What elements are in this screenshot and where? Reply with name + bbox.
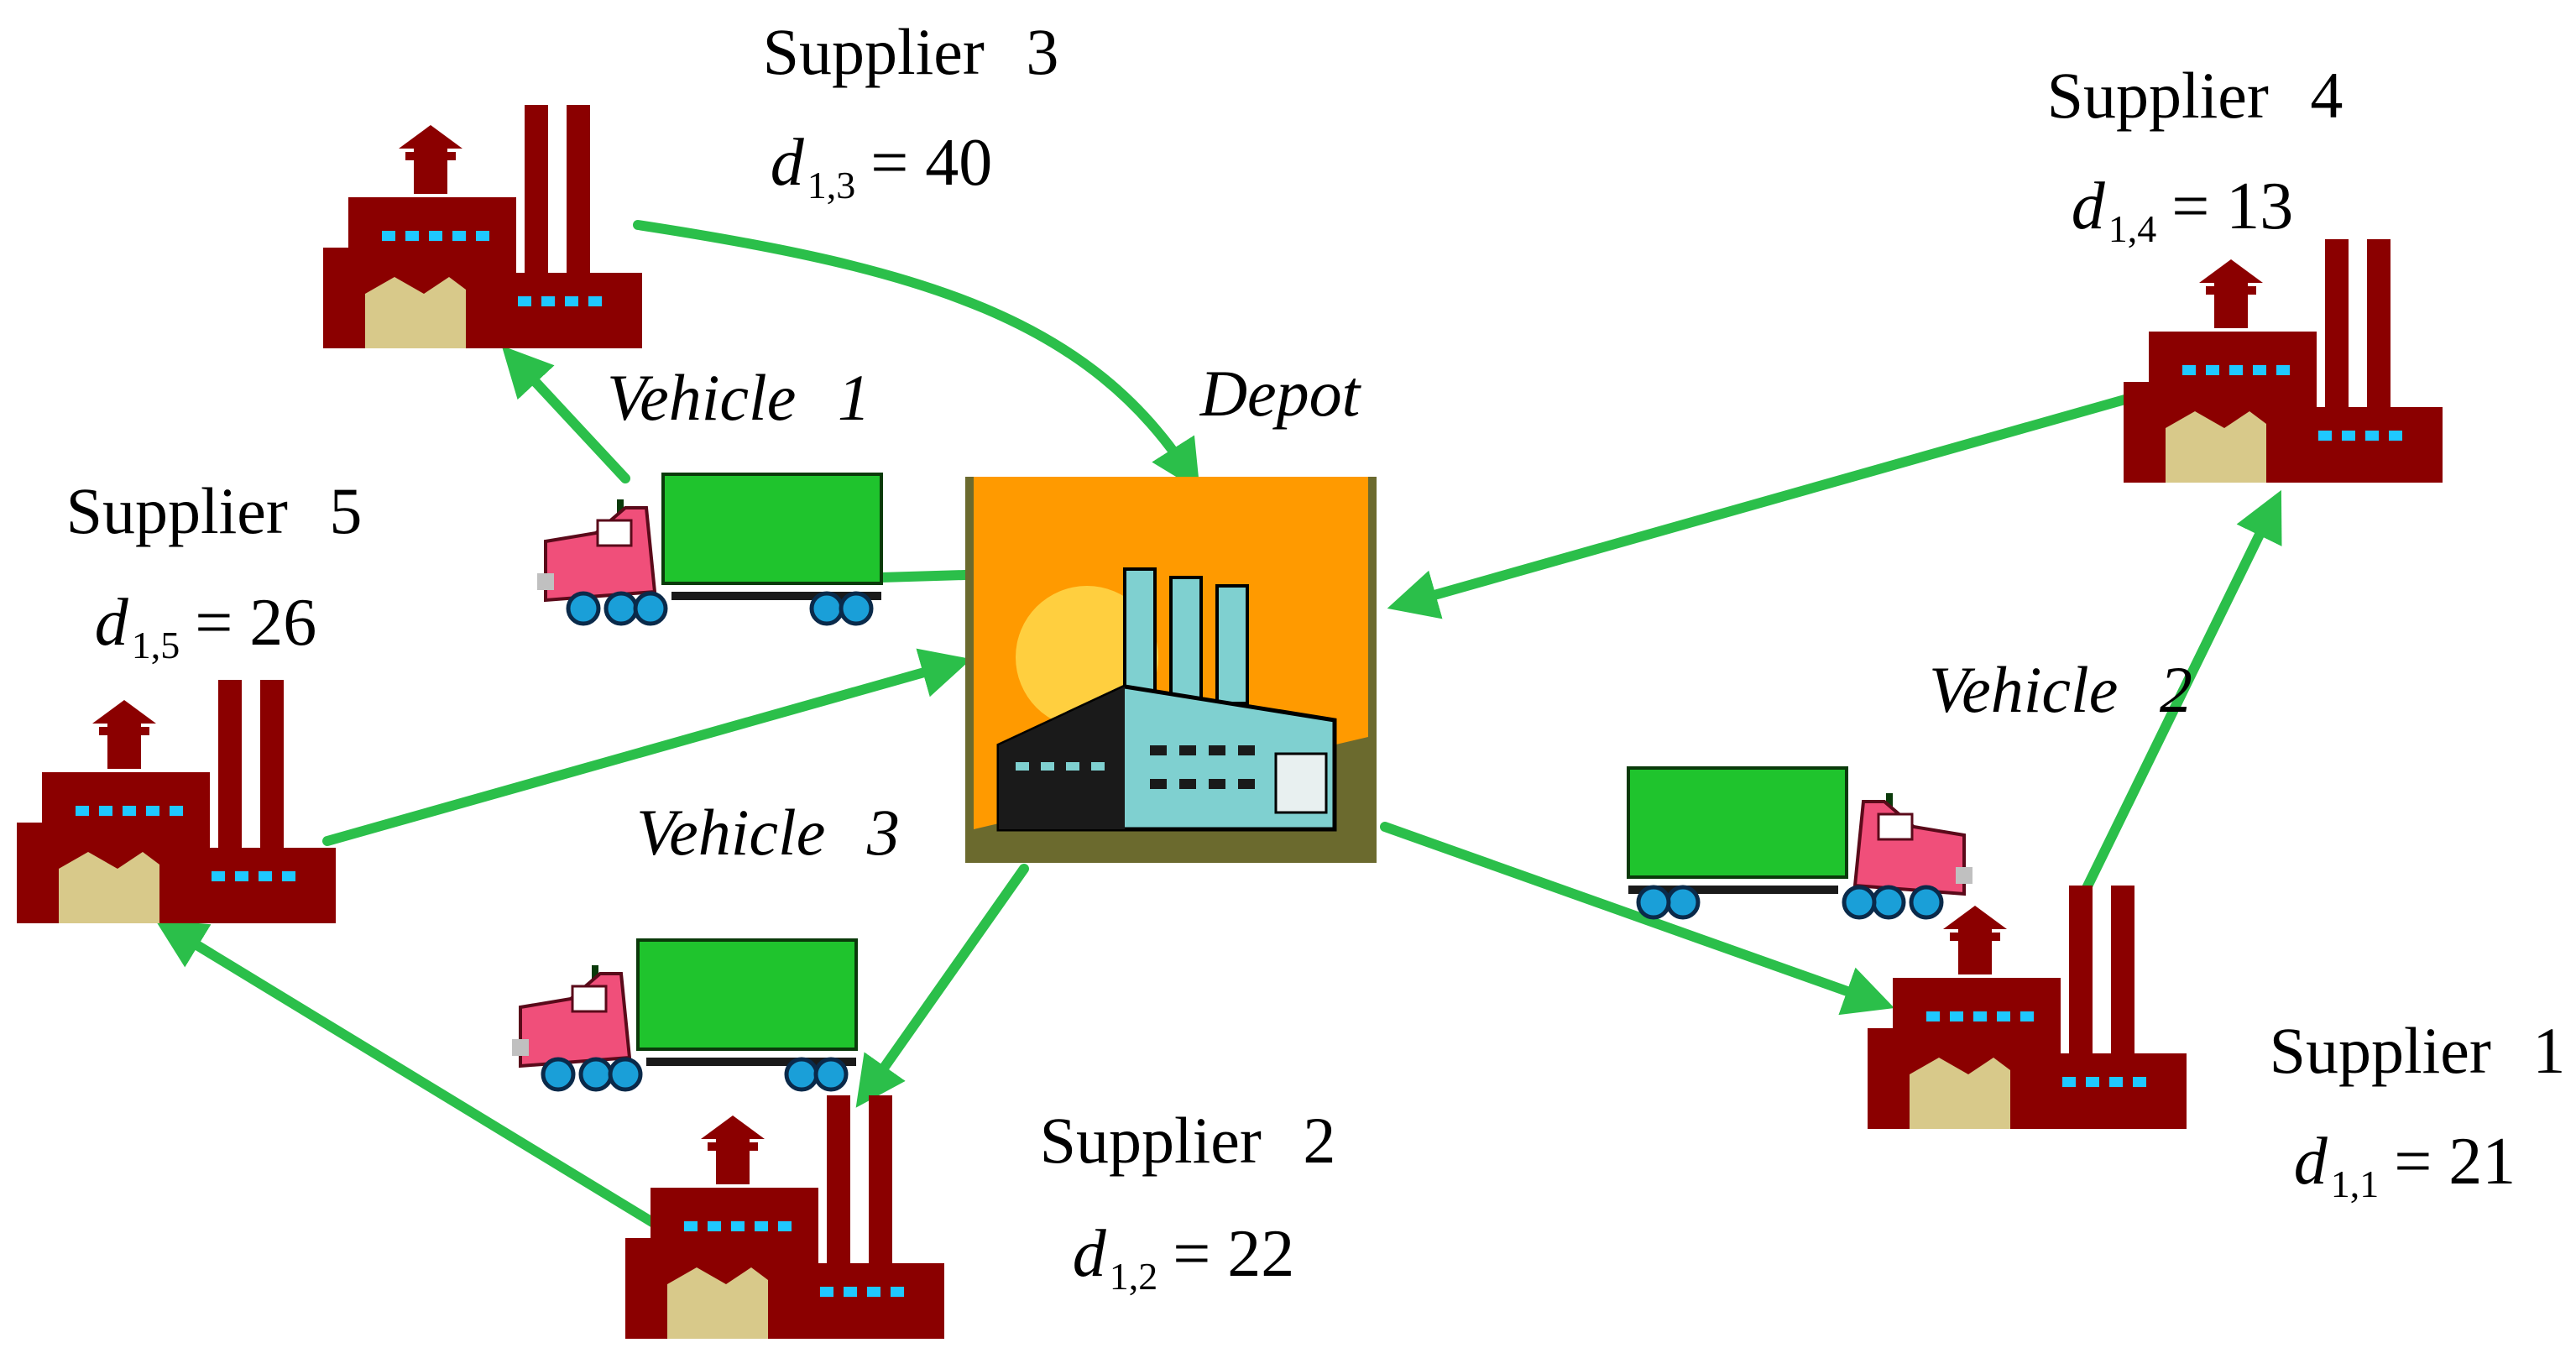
supplier-1-number: 1 <box>2532 1014 2565 1087</box>
route-supplier2-to-supplier5 <box>154 919 677 1239</box>
supplier-3-title: Supplier 3 <box>763 15 1059 88</box>
vehicle-1: Vehicle 1 <box>537 361 881 624</box>
supplier-5-distance-var: d <box>95 586 129 660</box>
vehicle-2-number: 2 <box>2160 653 2192 726</box>
supplier-4-name: Supplier <box>2047 59 2269 132</box>
supplier-2: Supplier 2 d 1,2 = 22 <box>625 1095 1335 1339</box>
depot-icon <box>965 477 1377 863</box>
supplier-1-distance: d 1,1 = 21 <box>2294 1125 2516 1205</box>
route-supplier5-to-depot <box>322 648 972 846</box>
supplier-5-distance: d 1,5 = 26 <box>95 586 317 666</box>
supplier-3: Supplier 3 d 1,3 = 40 <box>323 15 1058 348</box>
supplier-1: Supplier 1 d 1,1 = 21 <box>1868 886 2565 1205</box>
vehicle-2: Vehicle 2 <box>1628 653 2192 917</box>
truck-icon <box>512 940 856 1089</box>
depot: Depot <box>965 357 1377 863</box>
supplier-3-name: Supplier <box>763 15 985 88</box>
factory-icon <box>323 105 642 348</box>
supplier-2-name: Supplier <box>1040 1104 1262 1177</box>
vehicle-3-number: 3 <box>866 796 900 869</box>
supplier-3-number: 3 <box>1026 15 1058 88</box>
supplier-2-title: Supplier 2 <box>1040 1104 1336 1177</box>
supplier-3-distance-value: = 40 <box>870 126 992 200</box>
supplier-2-distance-value: = 22 <box>1173 1217 1294 1291</box>
routes <box>154 220 2282 1239</box>
supplier-5-title: Supplier 5 <box>66 474 363 547</box>
factory-icon <box>2124 239 2443 483</box>
supplier-4-distance: d 1,4 = 13 <box>2072 170 2294 250</box>
supplier-4-number: 4 <box>2310 59 2343 132</box>
supplier-1-distance-value: = 21 <box>2394 1125 2516 1199</box>
vehicle-2-name: Vehicle <box>1929 653 2118 726</box>
supplier-3-distance: d 1,3 = 40 <box>771 126 993 206</box>
truck-icon <box>537 474 881 624</box>
supplier-5-distance-sub: 1,5 <box>132 624 180 666</box>
supplier-2-number: 2 <box>1303 1104 1335 1177</box>
supplier-2-distance-var: d <box>1073 1217 1107 1291</box>
supplier-5: Supplier 5 d 1,5 = 26 <box>17 474 362 923</box>
vehicle-3: Vehicle 3 <box>512 796 900 1089</box>
supplier-1-distance-var: d <box>2294 1125 2328 1199</box>
supplier-1-name: Supplier <box>2270 1014 2491 1087</box>
vehicle-2-label: Vehicle 2 <box>1929 653 2192 726</box>
supplier-2-distance-sub: 1,2 <box>1110 1255 1158 1298</box>
route-supplier1-to-supplier4 <box>2081 489 2282 895</box>
vehicle-3-name: Vehicle <box>636 796 825 869</box>
supplier-4-distance-sub: 1,4 <box>2108 207 2157 250</box>
supplier-1-title: Supplier 1 <box>2270 1014 2566 1087</box>
factory-icon <box>1868 886 2187 1129</box>
supplier-4-title: Supplier 4 <box>2047 59 2343 132</box>
vehicle-1-label: Vehicle 1 <box>607 361 870 434</box>
supplier-5-distance-value: = 26 <box>195 586 316 660</box>
depot-label: Depot <box>1199 357 1362 430</box>
supplier-3-distance-sub: 1,3 <box>807 164 856 206</box>
route-depot-to-supplier2 <box>855 864 1029 1108</box>
factory-icon <box>625 1095 944 1339</box>
supplier-3-distance-var: d <box>771 126 805 200</box>
route-vehicle1-to-supplier3 <box>501 345 630 483</box>
supplier-5-number: 5 <box>329 474 362 547</box>
supplier-5-name: Supplier <box>66 474 288 547</box>
route-depot-to-truck1 <box>876 570 970 583</box>
vehicle-1-name: Vehicle <box>607 361 796 434</box>
route-depot-to-supplier1 <box>1380 822 1894 1016</box>
supplier-4: Supplier 4 d 1,4 = 13 <box>2047 59 2443 483</box>
supplier-4-distance-value: = 13 <box>2171 170 2293 243</box>
vehicle-3-label: Vehicle 3 <box>636 796 900 869</box>
vehicle-1-number: 1 <box>838 361 870 434</box>
truck-icon <box>1628 768 1972 917</box>
route-supplier3-to-depot <box>633 220 1200 492</box>
route-supplier4-to-depot <box>1387 394 2133 619</box>
supplier-2-distance: d 1,2 = 22 <box>1073 1217 1295 1298</box>
factory-icon <box>17 680 336 923</box>
supplier-4-distance-var: d <box>2072 170 2106 243</box>
supplier-1-distance-sub: 1,1 <box>2331 1163 2380 1205</box>
